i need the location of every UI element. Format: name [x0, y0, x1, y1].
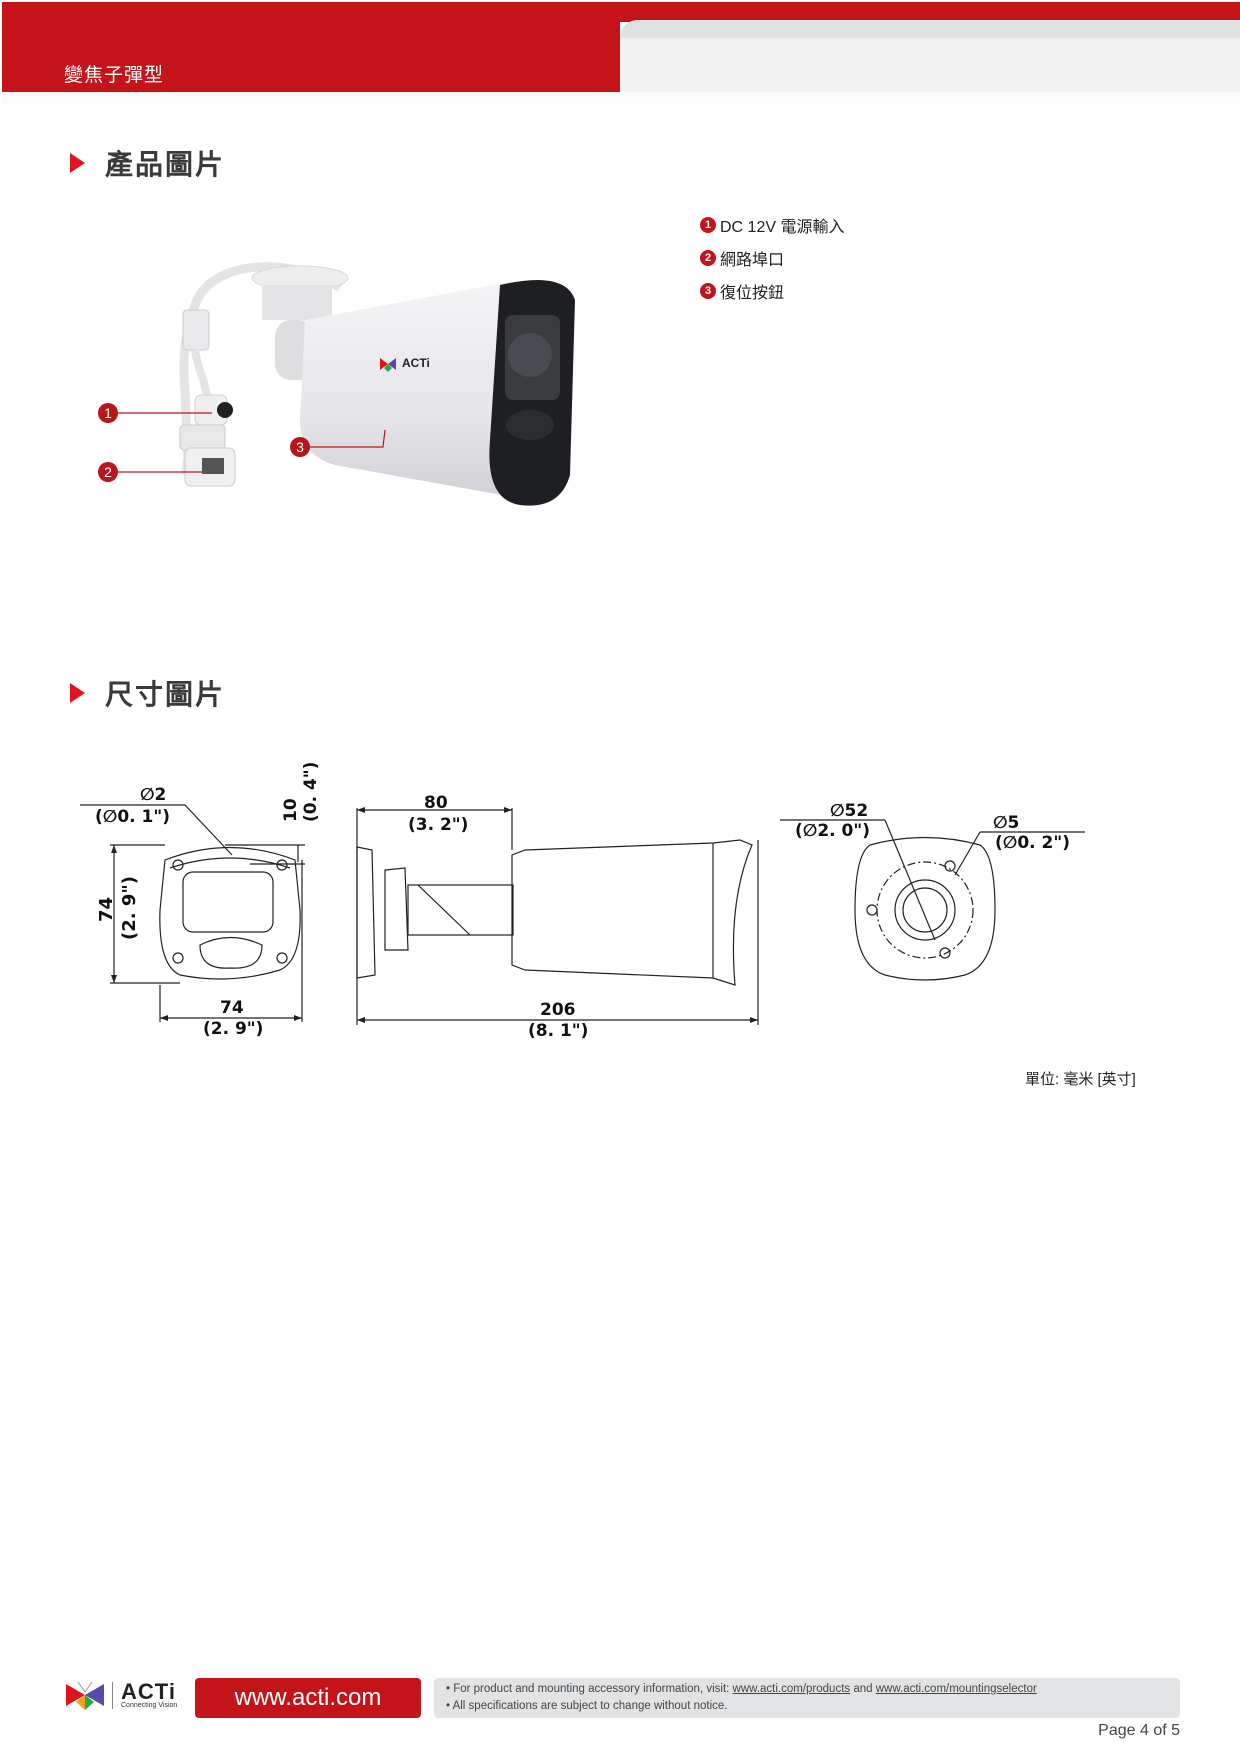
svg-text:10: 10 [281, 798, 301, 822]
svg-text:74: 74 [220, 998, 244, 1018]
triangle-bullet-icon [70, 683, 85, 703]
unit-note: 單位: 毫米 [英寸] [1025, 1071, 1136, 1088]
number-badge-icon: 2 [700, 249, 716, 266]
document-title: 變焦子彈型 [64, 65, 165, 86]
svg-text:(2. 9"): (2. 9") [203, 1019, 263, 1039]
svg-text:ACTi: ACTi [402, 356, 430, 370]
callout-2: 2 [98, 462, 118, 482]
svg-text:(0. 4"): (0. 4") [301, 762, 321, 822]
section-heading-dimensions: 尺寸圖片 [70, 673, 225, 713]
svg-text:74: 74 [96, 897, 117, 922]
acti-butterfly-icon [66, 1681, 104, 1710]
dimension-diagram: ∅2 (∅0. 1") 10 (0. 4") 74 (2. 9") 74 (2.… [80, 762, 1085, 1041]
number-badge-icon: 1 [700, 216, 716, 233]
product-photo: ACTi 1 2 3 [90, 260, 670, 550]
svg-text:(∅0. 2"): (∅0. 2") [995, 833, 1070, 853]
triangle-bullet-icon [70, 153, 85, 173]
number-badge-icon: 3 [700, 282, 716, 299]
header-title-block [2, 2, 620, 92]
legend-item: 3 復位按鈕 [700, 274, 844, 307]
svg-text:∅2: ∅2 [140, 785, 166, 805]
header-shadow [2, 92, 1240, 104]
svg-text:(2. 9"): (2. 9") [119, 876, 140, 940]
svg-text:∅52: ∅52 [830, 801, 868, 821]
acti-logo: ACTi Connecting Vision [66, 1680, 177, 1710]
svg-text:(∅0. 1"): (∅0. 1") [95, 807, 170, 827]
callout-1: 1 [98, 403, 118, 423]
svg-text:80: 80 [424, 793, 448, 813]
mounting-selector-link[interactable]: www.acti.com/mountingselector [875, 1683, 1037, 1695]
callout-3: 3 [290, 437, 310, 457]
svg-text:∅5: ∅5 [993, 813, 1019, 833]
port-legend: 1 DC 12V 電源輸入 2 網路埠口 3 復位按鈕 [700, 208, 844, 307]
svg-text:(8. 1"): (8. 1") [528, 1021, 588, 1041]
svg-text:(3. 2"): (3. 2") [408, 815, 468, 835]
bullet-camera-image: ACTi [108, 262, 575, 506]
section-heading-product-image: 產品圖片 [70, 143, 225, 183]
dimension-drawings: ∅2 (∅0. 1") 10 (0. 4") 74 (2. 9") 74 (2.… [70, 750, 1170, 1050]
website-link[interactable]: www.acti.com [195, 1678, 421, 1718]
legend-item: 1 DC 12V 電源輸入 [700, 208, 844, 241]
footer-notes: • For product and mounting accessory inf… [434, 1678, 1180, 1718]
page-number: Page 4 of 5 [1098, 1722, 1180, 1739]
svg-text:(∅2. 0"): (∅2. 0") [795, 821, 870, 841]
svg-text:206: 206 [540, 1000, 576, 1020]
legend-item: 2 網路埠口 [700, 241, 844, 274]
header-panel [620, 20, 1240, 92]
products-link[interactable]: www.acti.com/products [732, 1683, 851, 1695]
